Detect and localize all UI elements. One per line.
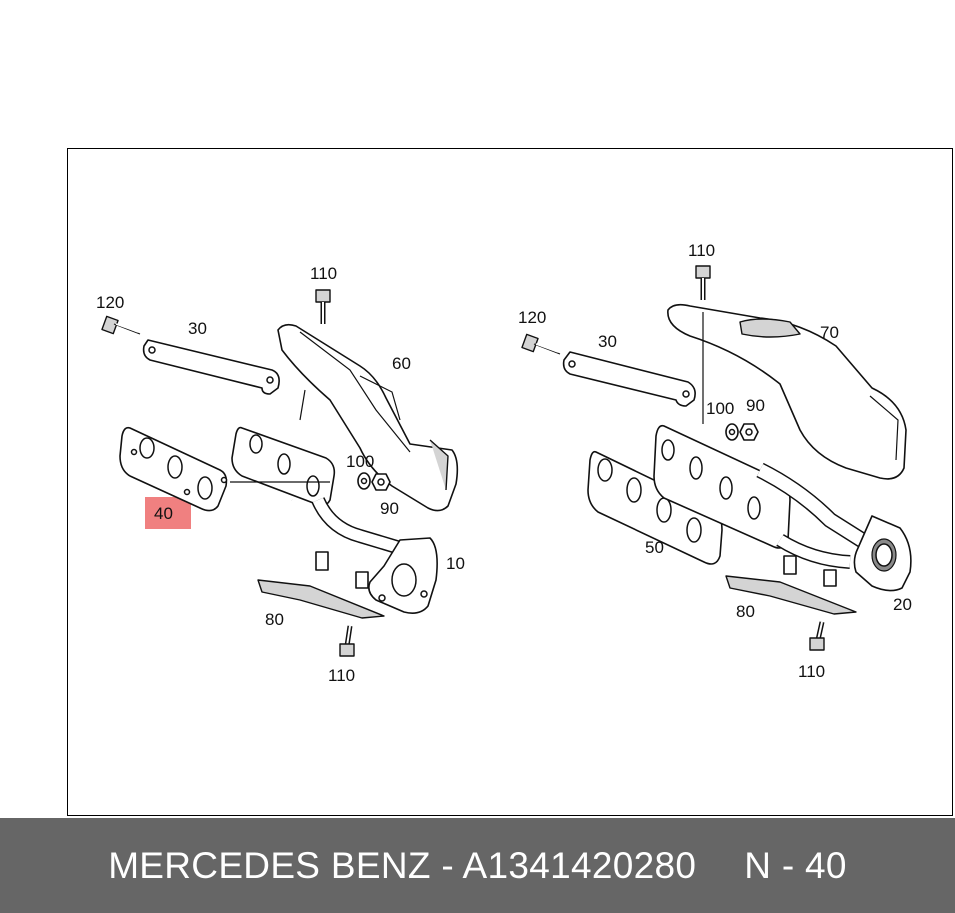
heat-shield-80-left <box>257 579 385 619</box>
callout-110-top-left: 110 <box>310 264 337 283</box>
bolt-110-bottom-right <box>809 621 825 651</box>
bracket-30-left <box>142 339 280 395</box>
footer-bar: MERCEDES BENZ - A1341420280 N - 40 <box>0 818 955 913</box>
callout-50: 50 <box>645 538 664 557</box>
callout-110-bottom-left: 110 <box>328 666 355 685</box>
callout-40: 40 <box>154 504 173 523</box>
bolt-120-right <box>521 333 561 355</box>
position-label: N - 40 <box>744 844 847 886</box>
callout-90-left: 90 <box>380 499 399 518</box>
callout-70: 70 <box>820 323 839 342</box>
callout-80-right: 80 <box>736 602 755 621</box>
bolt-110-top-right <box>695 265 711 300</box>
heat-shield-80-right <box>725 575 857 615</box>
callout-80-left: 80 <box>265 610 284 629</box>
callout-110-top-right: 110 <box>688 241 715 260</box>
callout-100-right: 100 <box>706 399 734 418</box>
callout-30-right: 30 <box>598 332 617 351</box>
bolt-110-bottom-left <box>339 625 355 657</box>
callout-120-left: 120 <box>96 293 124 312</box>
bolt-110-top-left <box>315 289 331 324</box>
callout-60: 60 <box>392 354 411 373</box>
callout-110-bottom-right: 110 <box>798 662 825 681</box>
bracket-30-right <box>562 351 696 407</box>
callout-100-left: 100 <box>346 452 374 471</box>
part-title: MERCEDES BENZ - A1341420280 <box>108 844 697 886</box>
highlight-box-40 <box>145 497 191 529</box>
callout-20: 20 <box>893 595 912 614</box>
callout-10: 10 <box>446 554 465 573</box>
callout-90-right: 90 <box>746 396 765 415</box>
bolt-120-left <box>101 315 141 335</box>
callout-120-right: 120 <box>518 308 546 327</box>
heat-shield-60 <box>277 323 459 512</box>
callout-30-left: 30 <box>188 319 207 338</box>
